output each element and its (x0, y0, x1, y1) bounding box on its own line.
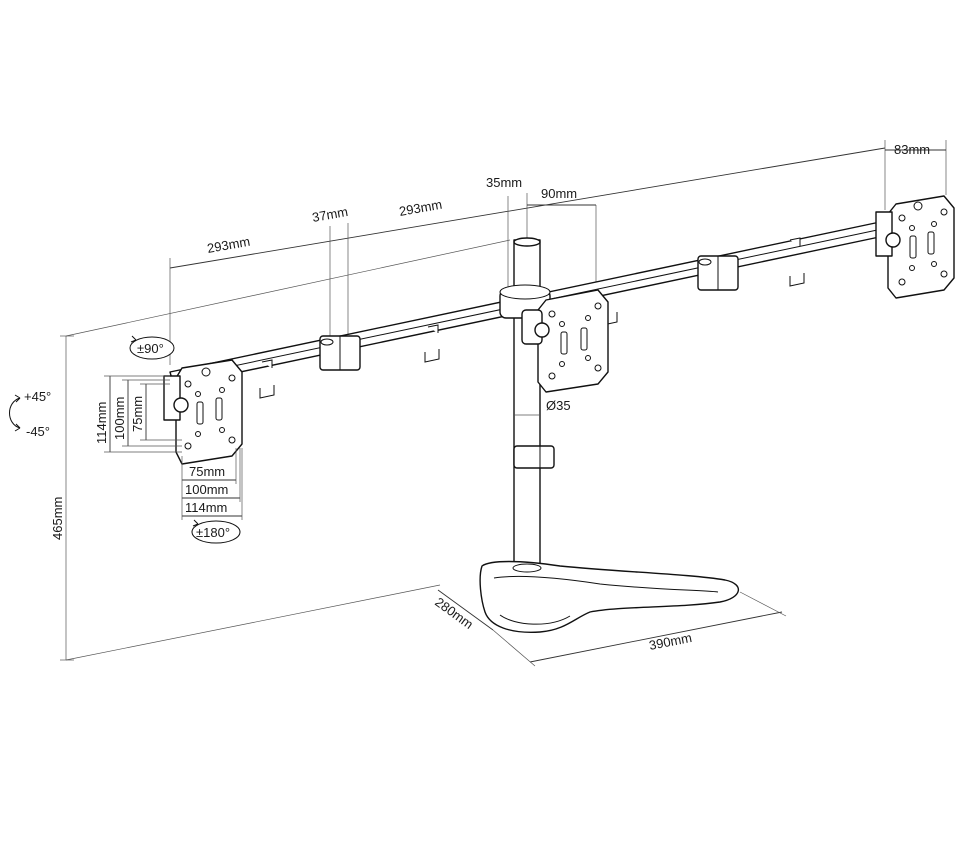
base-width-label: 390mm (648, 630, 693, 653)
tilt-up-label: +45° (24, 389, 51, 404)
clamp-width-label: 37mm (311, 204, 349, 225)
right-plate-width-label: 83mm (894, 142, 930, 157)
total-height-label: 465mm (50, 497, 65, 540)
swivel-indicator (129, 335, 175, 360)
tilt-indicator (9, 394, 21, 432)
labels: 293mm 37mm 293mm 35mm 90mm 83mm Ø35 465m… (24, 142, 930, 653)
rotate-label: ±180° (196, 525, 230, 540)
arm-right-length-label: 293mm (398, 197, 443, 219)
guide-lines (60, 239, 511, 661)
right-vesa-plate (875, 195, 955, 299)
top-dimension-lines (169, 140, 947, 365)
pole-width-label: 35mm (486, 175, 522, 190)
center-vesa-plate (521, 289, 609, 393)
tilt-down-label: -45° (26, 424, 50, 439)
swivel-label: ±90° (137, 341, 164, 356)
vesa-h-100-label: 100mm (112, 397, 127, 440)
vesa-w-114-label: 114mm (185, 500, 227, 515)
vesa-w-75-label: 75mm (189, 464, 225, 479)
pole-diameter-label: Ø35 (546, 398, 571, 413)
arm-left-length-label: 293mm (206, 234, 251, 256)
base-dimension-lines (437, 589, 787, 667)
center-offset-label: 90mm (541, 186, 577, 201)
rotate-indicator (191, 519, 241, 544)
left-vesa-plate (163, 359, 243, 465)
vesa-h-114-label: 114mm (94, 402, 109, 444)
base (479, 560, 739, 634)
vesa-dimension-lines (104, 375, 243, 520)
vesa-w-100-label: 100mm (185, 482, 228, 497)
vesa-h-75-label: 75mm (130, 396, 145, 432)
